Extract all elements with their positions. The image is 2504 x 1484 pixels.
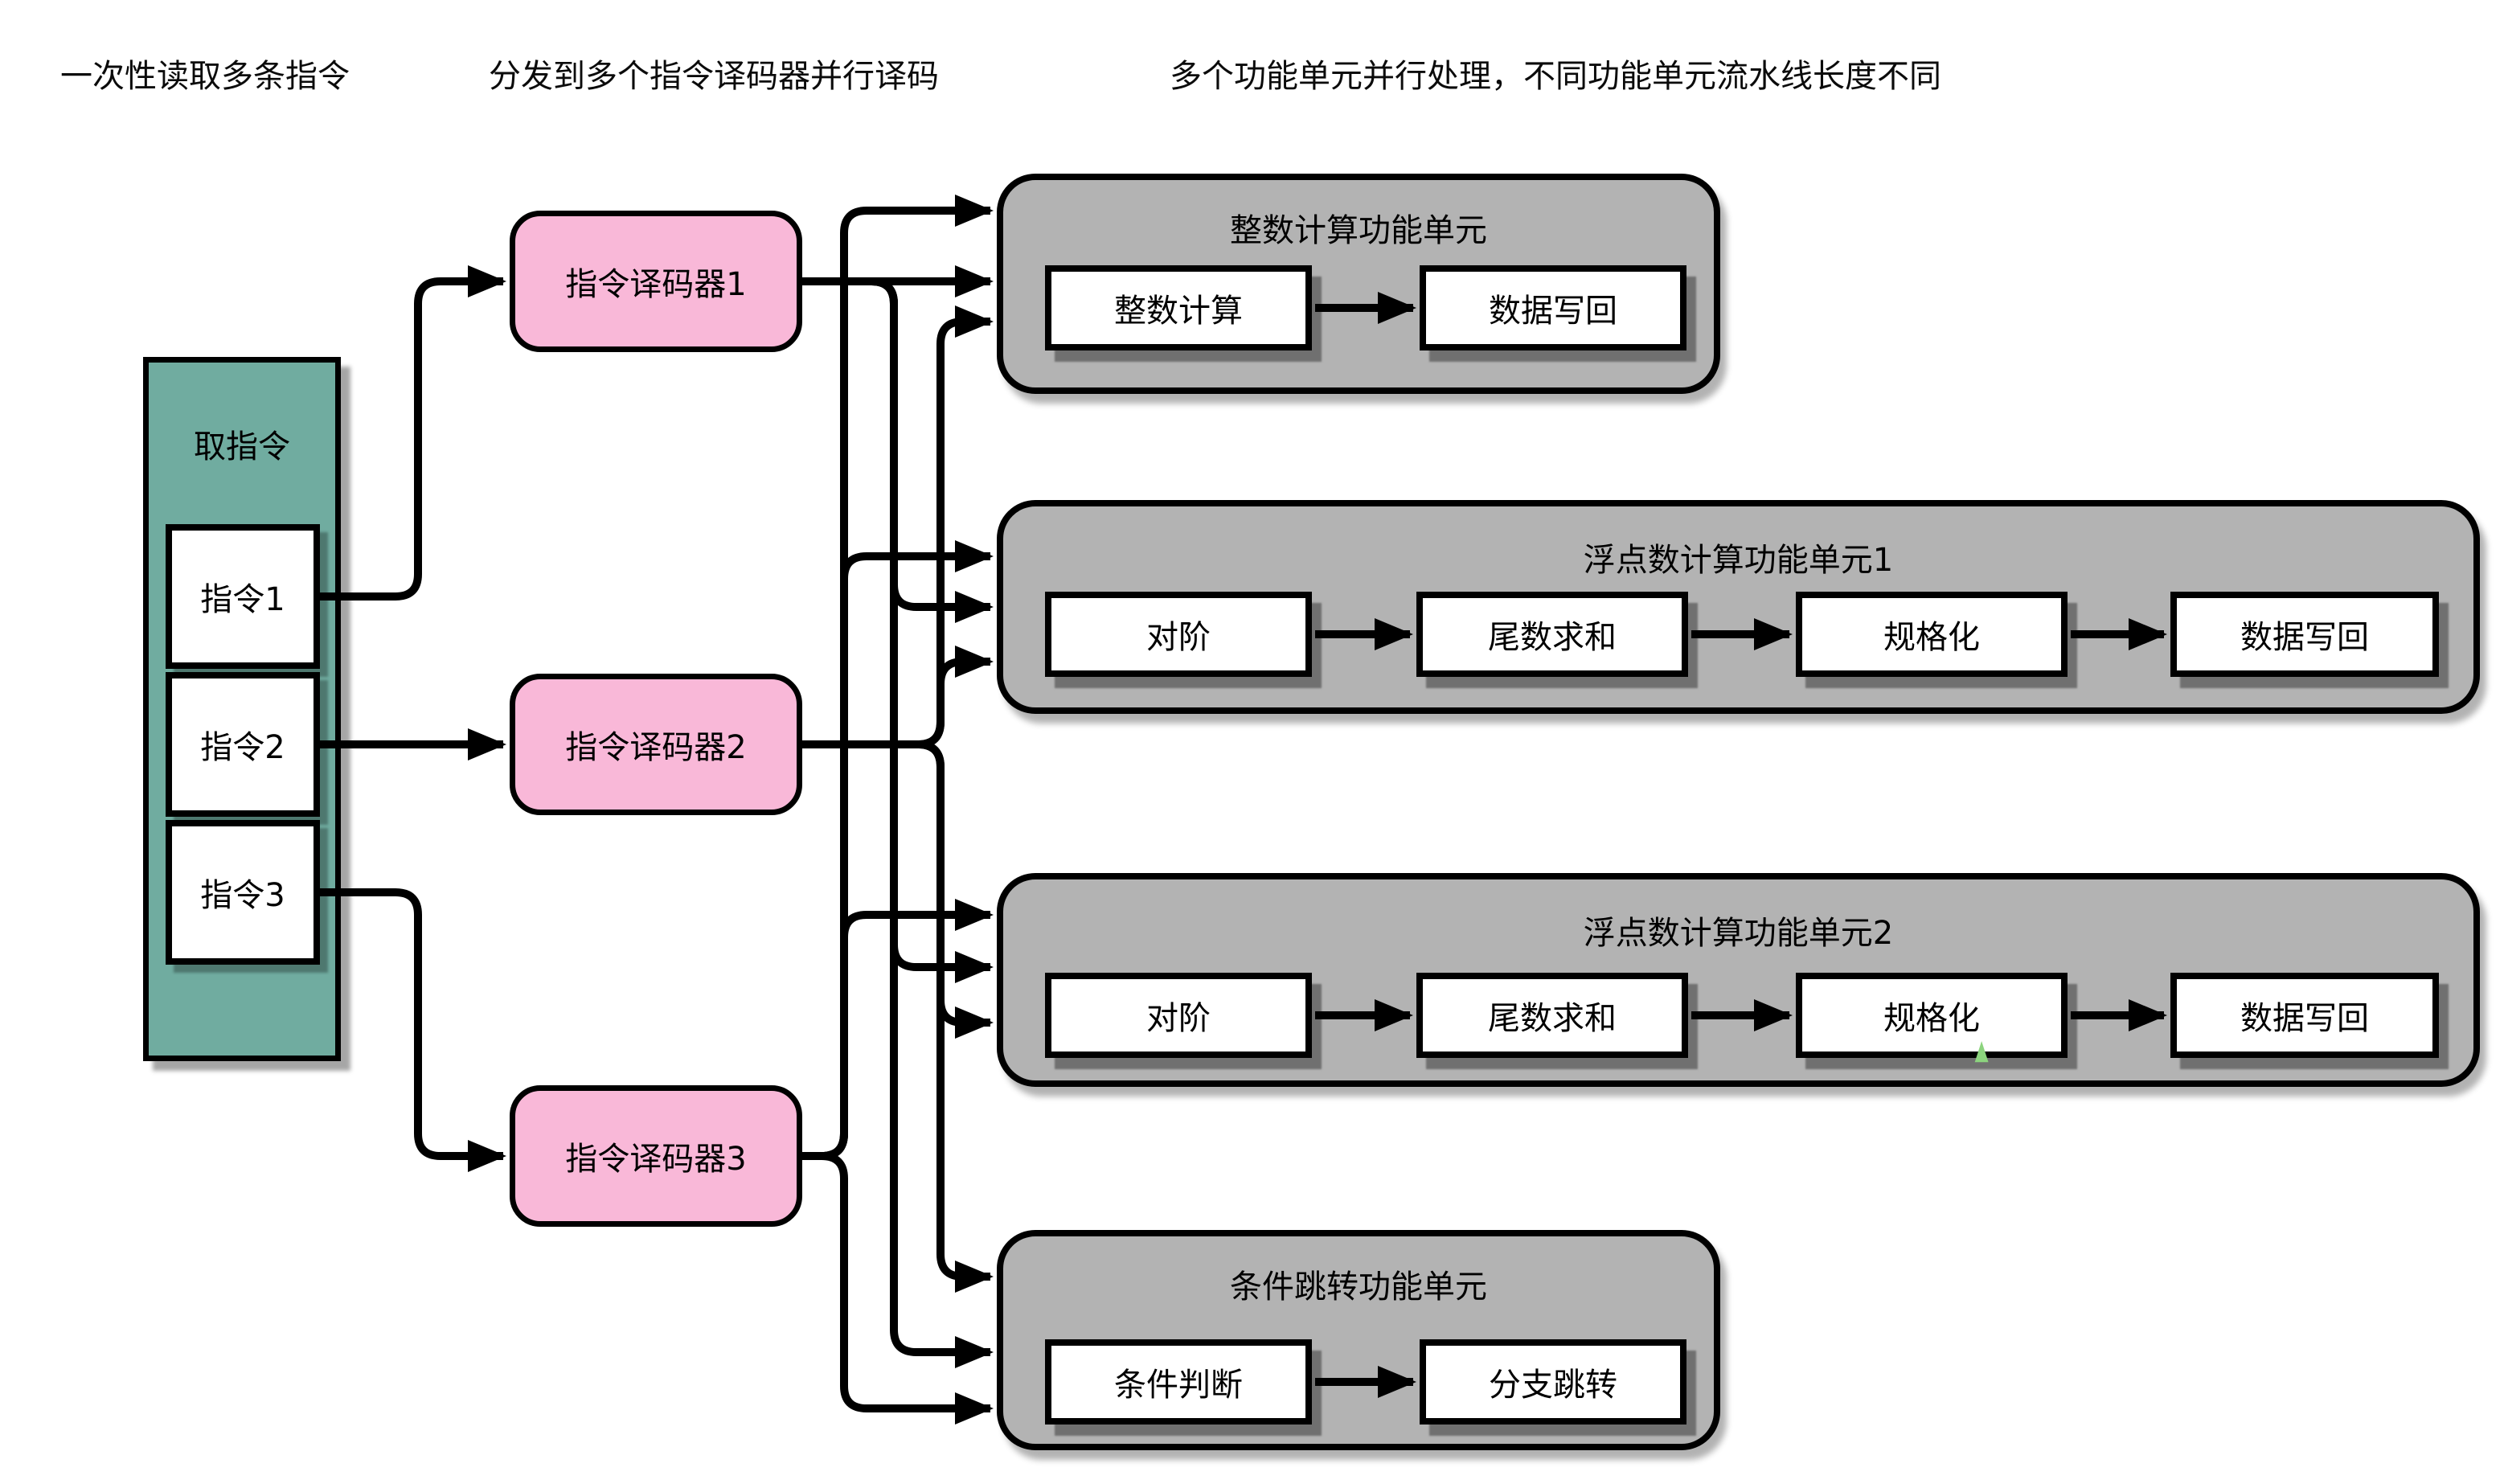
annotation-fetch: 一次性读取多条指令 (60, 58, 350, 95)
stage-integer-calc: 整数计算 (1045, 265, 1312, 351)
stage-float1-align: 对阶 (1045, 592, 1312, 677)
unit-float1-title: 浮点数计算功能单元1 (1583, 542, 1894, 579)
unit-branch-title: 条件跳转功能单元 (1230, 1269, 1487, 1306)
edge-decoder2-unit1 (802, 305, 994, 748)
decoder-1-box: 指令译码器1 (510, 211, 802, 352)
edge-instr3-decoder3 (320, 888, 507, 1173)
edge-decoder2-unit3 (802, 740, 994, 1039)
unit-float2-title: 浮点数计算功能单元2 (1583, 915, 1894, 952)
edge-decoder3-unit1 (802, 194, 994, 1160)
stage-float1-writeback: 数据写回 (2170, 592, 2439, 677)
instruction-2-box: 指令2 (166, 672, 320, 817)
stage-float2-align: 对阶 (1045, 973, 1312, 1058)
unit-integer-title: 整数计算功能单元 (1230, 212, 1487, 249)
edge-decoder3-unit4 (802, 1152, 994, 1425)
decoder-3-box: 指令译码器3 (510, 1085, 802, 1227)
decoder-2-box: 指令译码器2 (510, 674, 802, 815)
stage-float2-mantissa: 尾数求和 (1416, 973, 1688, 1058)
fetch-unit-title: 取指令 (194, 428, 290, 465)
edge-decoder1-unit4 (802, 277, 994, 1369)
stage-branch-jump: 分支跳转 (1420, 1339, 1686, 1425)
stage-float1-normalize: 规格化 (1796, 592, 2068, 677)
stage-float1-mantissa: 尾数求和 (1416, 592, 1688, 677)
edge-decoder3-unit2 (802, 539, 994, 1160)
stray-green-mark: ▲ (1974, 1034, 1989, 1066)
edge-decoder1-unit3 (802, 277, 994, 984)
instruction-1-box: 指令1 (166, 524, 320, 669)
stage-integer-writeback: 数据写回 (1420, 265, 1686, 351)
edge-instr1-decoder1 (320, 264, 507, 601)
instruction-3-box: 指令3 (166, 820, 320, 965)
annotation-execute: 多个功能单元并行处理，不同功能单元流水线长度不同 (1170, 58, 1941, 95)
annotation-decode: 分发到多个指令译码器并行译码 (489, 58, 939, 95)
edge-decoder2-unit4 (802, 740, 994, 1293)
edge-decoder3-unit3 (802, 898, 994, 1160)
edge-decoder1-unit2 (802, 277, 994, 624)
stage-float2-normalize: 规格化 (1796, 973, 2068, 1058)
stage-branch-condition: 条件判断 (1045, 1339, 1312, 1425)
stage-float2-writeback: 数据写回 (2170, 973, 2439, 1058)
edge-decoder2-unit2 (802, 645, 994, 748)
